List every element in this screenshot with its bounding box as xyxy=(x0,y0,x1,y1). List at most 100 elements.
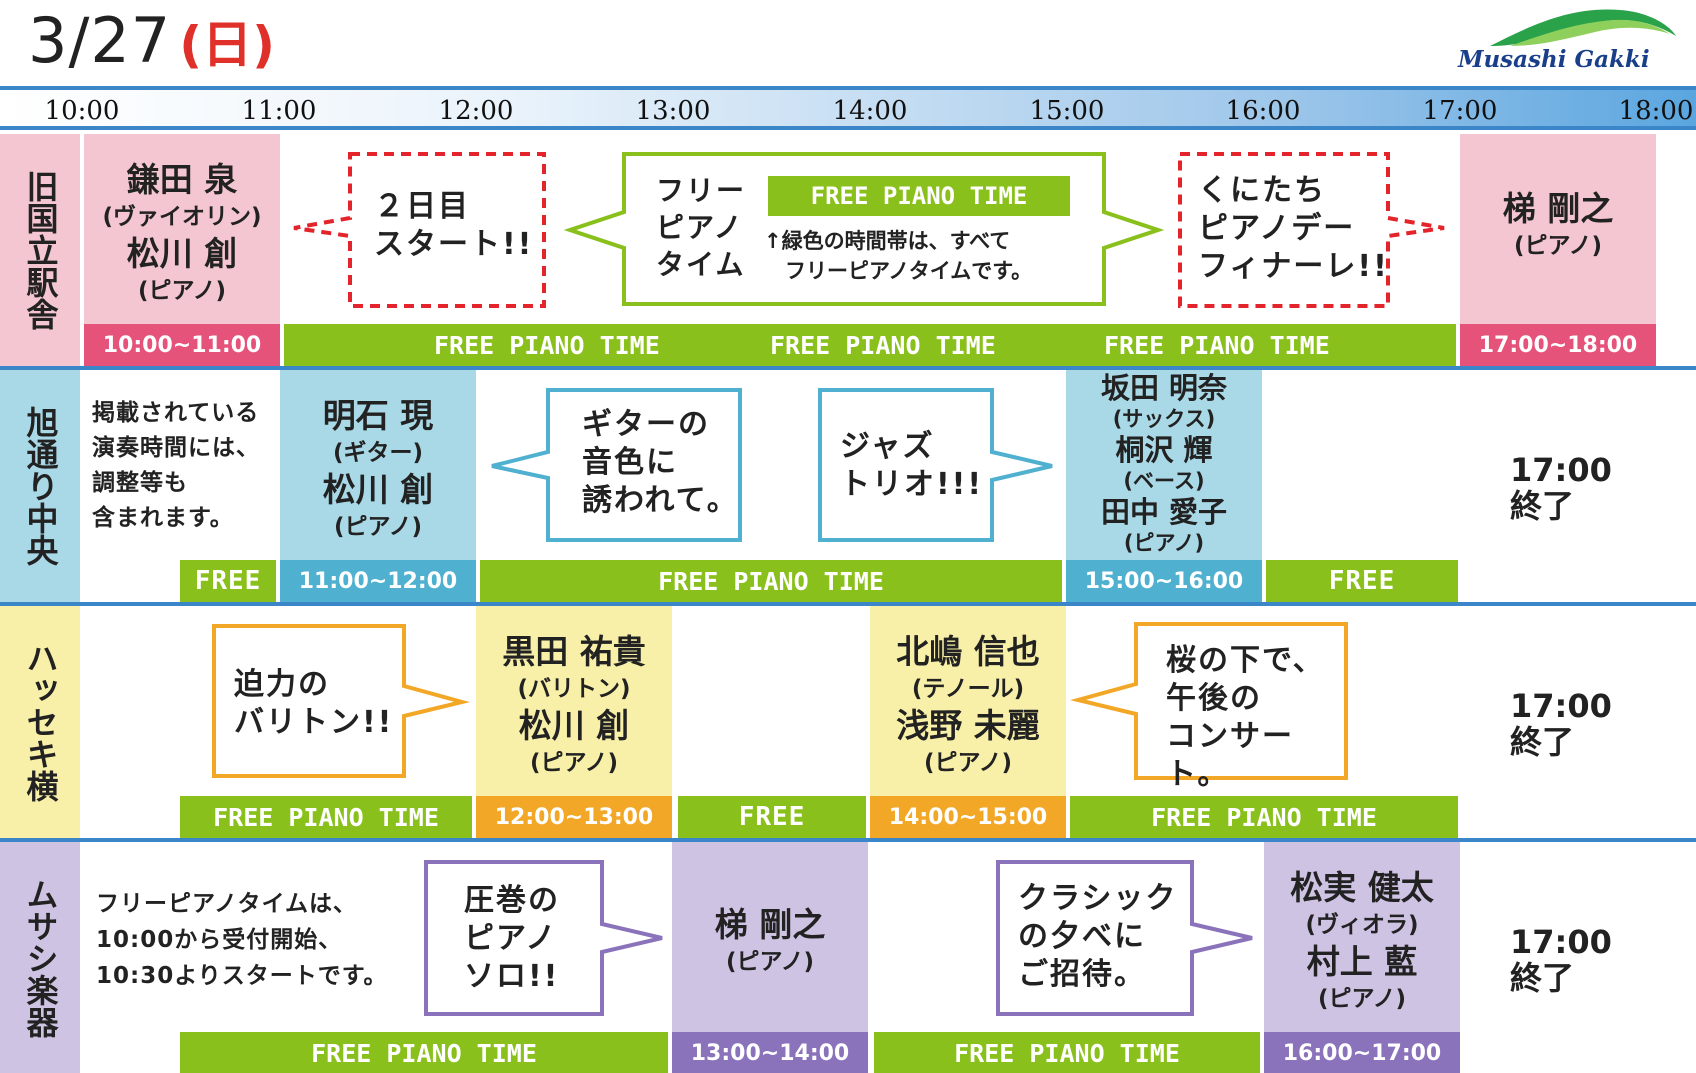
legend-free-piano-swatch: FREE PIANO TIME xyxy=(768,176,1070,216)
performer-instrument: (ピアノ) xyxy=(334,514,422,540)
time-slot-badge: 15:00~16:00 xyxy=(1066,560,1262,602)
performer-name: 鎌田 泉 xyxy=(126,160,238,199)
weekday-text: (日) xyxy=(179,16,275,74)
performance-kitajima: 北嶋 信也 (テノール) 浅野 未麗 (ピアノ) xyxy=(870,610,1066,800)
performer-name: 黒田 祐貴 xyxy=(502,632,646,671)
bubble-text: フリー ピアノ タイム xyxy=(656,174,747,281)
date-text: 3/27 xyxy=(28,4,172,77)
speech-bubble-classic: クラシック の夕べに ご招待。 xyxy=(994,860,1256,1018)
performance-sakata-trio: 坂田 明奈 (サックス) 桐沢 輝 (ベース) 田中 愛子 (ピアノ) xyxy=(1066,372,1262,560)
performer-instrument: (ベース) xyxy=(1123,469,1205,493)
speech-bubble-free-piano-legend: フリー ピアノ タイム FREE PIANO TIME ↑緑色の時間帯は、すべて… xyxy=(563,152,1165,308)
free-bar: FREE xyxy=(180,560,276,602)
performer-instrument: (ギター) xyxy=(332,440,424,466)
timeline-bar: 10:00 11:00 12:00 13:00 14:00 15:00 16:0… xyxy=(0,86,1696,130)
bubble-text: 迫力の バリトン!! xyxy=(234,667,394,740)
free-piano-time-bar: FREE PIANO TIME xyxy=(480,560,1062,602)
free-piano-note: フリーピアノタイムは、 10:00から受付開始、 10:30よりスタートです。 xyxy=(96,891,388,989)
time-slot-badge: 10:00~11:00 xyxy=(84,324,280,366)
performer-instrument: (ピアノ) xyxy=(1514,233,1602,259)
tick-13: 13:00 xyxy=(635,96,711,126)
bubble-text: 圧巻の ピアノ ソロ!! xyxy=(464,883,560,994)
tick-11: 11:00 xyxy=(241,96,317,126)
bubble-text: くにたち ピアノデー フィナーレ!! xyxy=(1198,173,1389,284)
performer-name: 梯 剛之 xyxy=(714,905,826,944)
logo-text: Musashi Gakki xyxy=(1458,46,1650,73)
bubble-text: クラシック の夕べに ご招待。 xyxy=(1018,881,1178,992)
event-date: 3/27 (日) xyxy=(28,4,275,82)
free-piano-time-bar: FREE PIANO TIME xyxy=(874,1032,1260,1073)
speech-bubble-jazz: ジャズ トリオ!!! xyxy=(816,388,1056,544)
performer-instrument: (ヴァイオリン) xyxy=(102,204,262,230)
venue-label: ハッセキ横 xyxy=(21,642,60,802)
performer-instrument: (ピアノ) xyxy=(1123,531,1205,555)
bubble-text: ギターの 音色に 誘われて。 xyxy=(582,407,739,518)
venue-asahi-dori: 旭通り中央 xyxy=(0,370,80,602)
performance-matsumi: 松実 健太 (ヴィオラ) 村上 藍 (ピアノ) xyxy=(1264,846,1460,1036)
free-piano-time-bar: FREE PIANO TIME FREE PIANO TIME FREE PIA… xyxy=(284,324,1456,366)
speech-bubble-start: ２日目 スタート!! xyxy=(290,152,550,312)
tick-14: 14:00 xyxy=(832,96,908,126)
free-piano-time-bar: FREE PIANO TIME xyxy=(180,1032,668,1073)
performer-instrument: (バリトン) xyxy=(517,676,631,702)
venue-kyu-kunitachi: 旧国立駅舎 xyxy=(0,134,80,366)
performer-name: 村上 藍 xyxy=(1306,942,1418,981)
performer-name: 松川 創 xyxy=(322,470,434,509)
tick-10: 10:00 xyxy=(44,96,120,126)
time-slot-badge: 12:00~13:00 xyxy=(476,796,672,838)
performance-akashi: 明石 現 (ギター) 松川 創 (ピアノ) xyxy=(280,374,476,564)
time-slot-badge: 13:00~14:00 xyxy=(672,1032,868,1073)
venue-musashi-gakki: ムサシ楽器 xyxy=(0,842,80,1073)
time-slot-badge: 17:00~18:00 xyxy=(1460,324,1656,366)
performer-name: 松川 創 xyxy=(518,706,630,745)
musashi-gakki-logo: Musashi Gakki xyxy=(1450,6,1678,80)
time-slot-badge: 16:00~17:00 xyxy=(1264,1032,1460,1073)
performer-name: 田中 愛子 xyxy=(1100,495,1228,529)
bubble-text: ジャズ トリオ!!! xyxy=(840,429,984,502)
tick-17: 17:00 xyxy=(1422,96,1498,126)
speech-bubble-baritone: 迫力の バリトン!! xyxy=(210,624,470,780)
legend-note: ↑緑色の時間帯は、すべて フリーピアノタイムです。 xyxy=(764,229,1033,283)
free-bar: FREE xyxy=(1266,560,1458,602)
tick-12: 12:00 xyxy=(438,96,514,126)
speech-bubble-sakura: 桜の下で、 午後の コンサート。 xyxy=(1070,622,1350,792)
bar-label: FREE PIANO TIME xyxy=(434,330,660,360)
performer-instrument: (ピアノ) xyxy=(726,949,814,975)
tick-16: 16:00 xyxy=(1225,96,1301,126)
performer-name: 坂田 明奈 xyxy=(1100,371,1228,405)
performer-instrument: (テノール) xyxy=(911,676,1025,702)
logo-wave-icon xyxy=(1490,9,1676,46)
performance-kakehashi: 梯 剛之 (ピアノ) xyxy=(1460,180,1656,270)
time-slot-badge: 14:00~15:00 xyxy=(870,796,1066,838)
bar-label: FREE PIANO TIME xyxy=(770,330,996,360)
performance-kuroda: 黒田 祐貴 (バリトン) 松川 創 (ピアノ) xyxy=(476,610,672,800)
time-slot-badge: 11:00~12:00 xyxy=(280,560,476,602)
bar-label: FREE PIANO TIME xyxy=(1104,330,1330,360)
venue-label: 旧国立駅舎 xyxy=(21,170,60,330)
speech-bubble-finale: くにたち ピアノデー フィナーレ!! xyxy=(1176,152,1448,312)
free-bar: FREE xyxy=(678,796,866,838)
free-piano-time-bar: FREE PIANO TIME xyxy=(1070,796,1458,838)
schedule-note: 掲載されている 演奏時間には、 調整等も 含まれます。 xyxy=(92,400,260,531)
performer-instrument: (ピアノ) xyxy=(924,750,1012,776)
tick-18: 18:00 xyxy=(1618,96,1694,126)
performer-instrument: (ピアノ) xyxy=(1318,986,1406,1012)
bubble-text: 桜の下で、 午後の コンサート。 xyxy=(1166,643,1325,792)
speech-bubble-guitar: ギターの 音色に 誘われて。 xyxy=(488,388,744,544)
venue-label: 旭通り中央 xyxy=(21,406,60,566)
performer-instrument: (ヴィオラ) xyxy=(1305,912,1419,938)
free-piano-time-bar: FREE PIANO TIME xyxy=(180,796,472,838)
tick-15: 15:00 xyxy=(1029,96,1105,126)
performer-name: 浅野 未麗 xyxy=(896,706,1040,745)
performer-instrument: (ピアノ) xyxy=(138,278,226,304)
performance-kamata: 鎌田 泉 (ヴァイオリン) 松川 創 (ピアノ) xyxy=(84,138,280,328)
venue-hasseki-yoko: ハッセキ横 xyxy=(0,606,80,838)
performer-name: 明石 現 xyxy=(322,396,434,435)
performance-kakehashi-2: 梯 剛之 (ピアノ) xyxy=(672,896,868,986)
performer-instrument: (ピアノ) xyxy=(530,750,618,776)
performer-name: 松実 健太 xyxy=(1290,868,1434,907)
end-notice: 17:00 終了 xyxy=(1510,451,1612,525)
speech-bubble-piano-solo: 圧巻の ピアノ ソロ!! xyxy=(422,860,666,1018)
performer-instrument: (サックス) xyxy=(1112,407,1216,431)
bubble-text: ２日目 スタート!! xyxy=(374,189,534,262)
